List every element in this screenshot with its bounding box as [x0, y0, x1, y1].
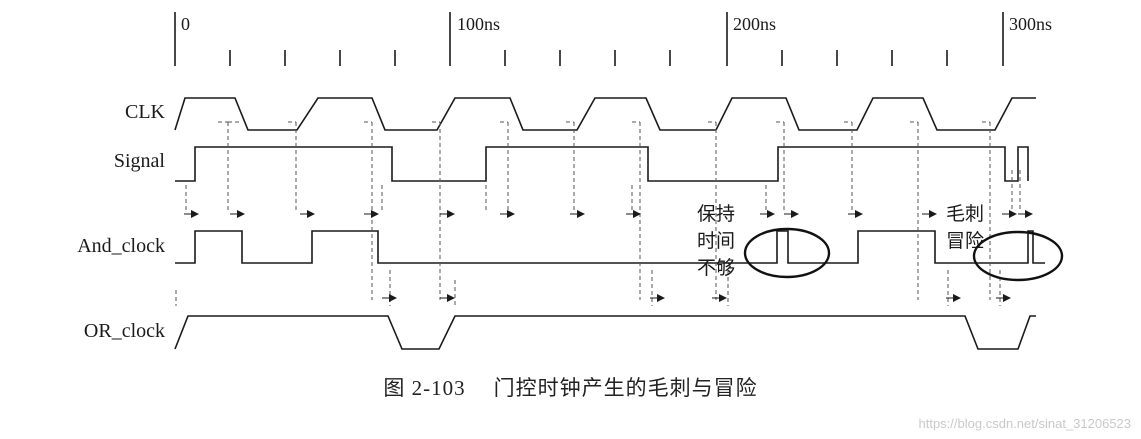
delay-arrow-head: [307, 210, 315, 218]
delay-arrow-head: [507, 210, 515, 218]
timing-delay-arrows: [184, 210, 1033, 302]
delay-arrow-head: [953, 294, 961, 302]
delay-arrow-head: [633, 210, 641, 218]
delay-arrow-head: [855, 210, 863, 218]
delay-arrow-head: [719, 294, 727, 302]
delay-arrow-head: [191, 210, 199, 218]
delay-arrow-head: [371, 210, 379, 218]
delay-arrow-head: [237, 210, 245, 218]
signal-label-and-clock: And_clock: [77, 235, 165, 257]
delay-arrow-head: [577, 210, 585, 218]
time-minor-ticks: [229, 50, 948, 66]
annotation-hold-time-line1: 保持: [697, 203, 735, 225]
delay-arrow-head: [1009, 210, 1017, 218]
figure-title: 门控时钟产生的毛刺与冒险: [493, 376, 758, 400]
delay-arrow-head: [447, 294, 455, 302]
timing-diagram: 0 100ns 200ns 300ns CLK Signal And_clock…: [77, 12, 1064, 350]
signal-waveform: [175, 146, 1029, 182]
hold-time-ellipse: [743, 227, 831, 279]
clk-waveform: [174, 97, 1036, 131]
glitch-ellipse: [972, 230, 1064, 282]
figure-caption: 图 2-103 门控时钟产生的毛刺与冒险: [0, 372, 1141, 402]
annotation-hold-time-line3: 不够: [697, 257, 735, 279]
and-clock-waveform: [175, 230, 1045, 264]
delay-arrow-head: [1025, 210, 1033, 218]
tick-label-100ns: 100ns: [457, 14, 500, 34]
time-axis: [174, 12, 1004, 66]
annotation-hold-time-line2: 时间: [697, 230, 735, 252]
annotation-glitch-line2: 冒险: [946, 230, 984, 252]
delay-arrow-head: [791, 210, 799, 218]
figure-number: 图 2-103: [383, 376, 466, 400]
delay-arrow-head: [389, 294, 397, 302]
or-clock-waveform: [174, 315, 1036, 350]
signal-label-signal: Signal: [114, 150, 166, 172]
tick-label-200ns: 200ns: [733, 14, 776, 34]
signal-label-or-clock: OR_clock: [84, 320, 165, 342]
signal-label-clk: CLK: [125, 101, 166, 123]
delay-arrow-head: [447, 210, 455, 218]
delay-arrow-head: [929, 210, 937, 218]
delay-arrow-head: [1003, 294, 1011, 302]
annotation-glitch-line1: 毛刺: [946, 203, 984, 225]
delay-arrow-head: [657, 294, 665, 302]
delay-arrow-head: [767, 210, 775, 218]
tick-label-300ns: 300ns: [1009, 14, 1052, 34]
tick-label-0: 0: [181, 14, 190, 34]
watermark: https://blog.csdn.net/sinat_31206523: [918, 416, 1132, 431]
